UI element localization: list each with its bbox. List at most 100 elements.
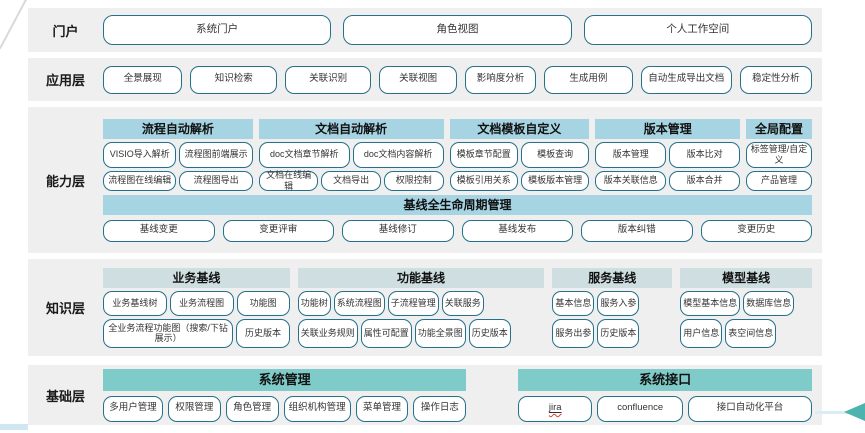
baseline-item-revise: 基线修订	[342, 219, 454, 242]
kn-item-model-basic-info: 模型基本信息	[680, 290, 741, 316]
cap-item-tag-mgmt-custom: 标签管理/自定义	[746, 141, 812, 168]
layer-capability-label: 能力层	[45, 173, 85, 189]
group-service-baseline: 服务基线 基本信息 服务入参 服务出参 历史版本	[552, 267, 673, 348]
group-process-parse-header: 流程自动解析	[103, 118, 253, 139]
cap-item-doc-export: 文档导出	[321, 170, 381, 191]
kn-item-attr-configurable: 属性可配置	[360, 318, 412, 348]
layer-knowledge: 知识层 业务基线 业务基线树 业务流程图 功能图 全业务流程功能图（搜索/下钻展…	[28, 259, 822, 356]
kn-item-function-tree: 功能树	[297, 290, 331, 316]
app-item-stability-analysis: 稳定性分析	[739, 65, 813, 94]
section-system-interface-header: 系统接口	[518, 368, 812, 391]
portal-items: 系统门户 角色视图 个人工作空间	[103, 8, 822, 52]
cap-item-doc-content-parse: doc文档内容解析	[352, 141, 444, 168]
app-item-panorama: 全景展现	[103, 65, 183, 94]
page-corner-fold	[0, 0, 27, 50]
base-item-jira: jira	[518, 395, 593, 422]
group-model-baseline-header: 模型基线	[680, 267, 813, 288]
group-version-mgmt: 版本管理 版本管理 版本比对 版本关联信息 版本合并	[595, 118, 741, 191]
baseline-lifecycle-header: 基线全生命周期管理	[103, 194, 812, 215]
flow-arrow-icon	[844, 403, 865, 421]
group-service-baseline-header: 服务基线	[552, 267, 673, 288]
cap-item-flowchart-export: 流程图导出	[179, 170, 253, 191]
kn-item-service-input: 服务入参	[597, 290, 640, 316]
cap-item-doc-online-edit: 文档在线编辑	[258, 170, 319, 191]
kn-item-basic-info: 基本信息	[552, 290, 595, 316]
kn-item-business-flowchart: 业务流程图	[169, 290, 234, 316]
kn-item-history-version-function: 历史版本	[468, 318, 511, 348]
layer-portal-label: 门户	[52, 23, 79, 39]
kn-item-user-info: 用户信息	[680, 318, 723, 348]
cap-item-permission-control: 权限控制	[383, 170, 444, 191]
group-function-baseline-header: 功能基线	[297, 267, 545, 288]
capability-content: 流程自动解析 VISIO导入解析 流程图前端展示 流程图在线编辑 流程图导出 文…	[103, 107, 822, 253]
baseline-item-change-review: 变更评审	[222, 219, 334, 242]
portal-item-workspace: 个人工作空间	[583, 15, 812, 45]
group-global-config-header: 全局配置	[746, 118, 812, 139]
layer-portal: 门户 系统门户 角色视图 个人工作空间	[28, 8, 822, 52]
jira-label: jira	[548, 402, 562, 414]
kn-item-related-business-rule: 关联业务规则	[297, 318, 358, 348]
layer-base-label: 基础层	[45, 388, 85, 404]
baseline-item-change: 基线变更	[103, 219, 215, 242]
kn-item-full-business-flow-map: 全业务流程功能图（搜索/下钻展示）	[103, 318, 234, 348]
baseline-item-release: 基线发布	[461, 219, 573, 242]
app-item-auto-export-doc: 自动生成导出文档	[640, 65, 732, 94]
base-item-role-mgmt: 角色管理	[225, 395, 279, 422]
app-item-knowledge-search: 知识检索	[190, 65, 278, 94]
section-system-mgmt: 系统管理 多用户管理 权限管理 角色管理 组织机构管理 菜单管理 操作日志	[103, 368, 467, 422]
cap-item-version-relation-info: 版本关联信息	[595, 170, 667, 191]
kn-item-tablespace-info: 表空间信息	[725, 318, 777, 348]
cap-item-version-compare: 版本比对	[669, 141, 741, 168]
app-item-relation-view: 关联视图	[379, 65, 458, 94]
layer-knowledge-label: 知识层	[45, 301, 85, 316]
group-model-baseline: 模型基线 模型基本信息 数据库信息 用户信息 表空间信息	[680, 267, 813, 348]
cap-item-template-version-mgmt: 模板版本管理	[520, 170, 590, 191]
cap-item-version-mgmt: 版本管理	[595, 141, 667, 168]
kn-item-history-version-service: 历史版本	[597, 318, 640, 348]
group-template-custom-header: 文档模板自定义	[449, 118, 590, 139]
capability-groups: 流程自动解析 VISIO导入解析 流程图前端展示 流程图在线编辑 流程图导出 文…	[103, 118, 812, 191]
kn-item-history-version-business: 历史版本	[236, 318, 290, 348]
kn-item-subprocess-mgmt: 子流程管理	[387, 290, 439, 316]
base-item-permission-mgmt: 权限管理	[167, 395, 221, 422]
kn-item-function-panorama: 功能全景图	[414, 318, 466, 348]
kn-item-database-info: 数据库信息	[743, 290, 795, 316]
kn-item-related-service: 关联服务	[441, 290, 484, 316]
section-system-interface: 系统接口 jira confluence 接口自动化平台	[518, 368, 813, 422]
group-process-parse: 流程自动解析 VISIO导入解析 流程图前端展示 流程图在线编辑 流程图导出	[103, 118, 253, 191]
kn-item-business-tree: 业务基线树	[103, 290, 167, 316]
portal-item-role-view: 角色视图	[343, 15, 572, 45]
cap-item-template-reference: 模板引用关系	[449, 170, 518, 191]
layer-application-label: 应用层	[45, 73, 85, 88]
group-version-mgmt-header: 版本管理	[595, 118, 741, 139]
group-global-config: 全局配置 标签管理/自定义 产品管理	[746, 118, 812, 191]
cap-item-visio-import: VISIO导入解析	[103, 141, 177, 168]
app-item-relation-identify: 关联识别	[285, 65, 372, 94]
kn-item-function-diagram: 功能图	[236, 290, 290, 316]
base-item-confluence: confluence	[597, 395, 684, 422]
cap-item-template-chapter-config: 模板章节配置	[449, 141, 518, 168]
section-system-mgmt-header: 系统管理	[103, 368, 467, 391]
flow-arrow-line	[815, 411, 849, 414]
base-item-api-automation-platform: 接口自动化平台	[688, 395, 813, 422]
baseline-item-change-history: 变更历史	[700, 219, 812, 242]
group-doc-parse-header: 文档自动解析	[258, 118, 444, 139]
cap-item-template-query: 模板查询	[520, 141, 590, 168]
base-content: 系统管理 多用户管理 权限管理 角色管理 组织机构管理 菜单管理 操作日志 系统…	[103, 365, 822, 425]
kn-item-service-output: 服务出参	[552, 318, 595, 348]
portal-item-system: 系统门户	[103, 15, 332, 45]
layer-base: 基础层 系统管理 多用户管理 权限管理 角色管理 组织机构管理 菜单管理 操作日…	[28, 365, 822, 425]
cap-item-version-merge: 版本合并	[669, 170, 741, 191]
bottom-left-accent-bar	[0, 424, 28, 430]
baseline-items: 基线变更 变更评审 基线修订 基线发布 版本纠错 变更历史	[103, 219, 812, 242]
application-items: 全景展现 知识检索 关联识别 关联视图 影响度分析 生成用例 自动生成导出文档 …	[103, 58, 822, 101]
cap-item-doc-chapter-parse: doc文档章节解析	[258, 141, 350, 168]
kn-item-system-flowchart: 系统流程图	[333, 290, 385, 316]
app-item-generate-usecase: 生成用例	[543, 65, 633, 94]
cap-item-product-mgmt: 产品管理	[746, 170, 812, 191]
group-doc-parse: 文档自动解析 doc文档章节解析 doc文档内容解析 文档在线编辑 文档导出 权…	[258, 118, 444, 191]
base-item-org-mgmt: 组织机构管理	[283, 395, 351, 422]
cap-item-flowchart-frontend: 流程图前端展示	[179, 141, 253, 168]
group-business-baseline-header: 业务基线	[103, 267, 290, 288]
